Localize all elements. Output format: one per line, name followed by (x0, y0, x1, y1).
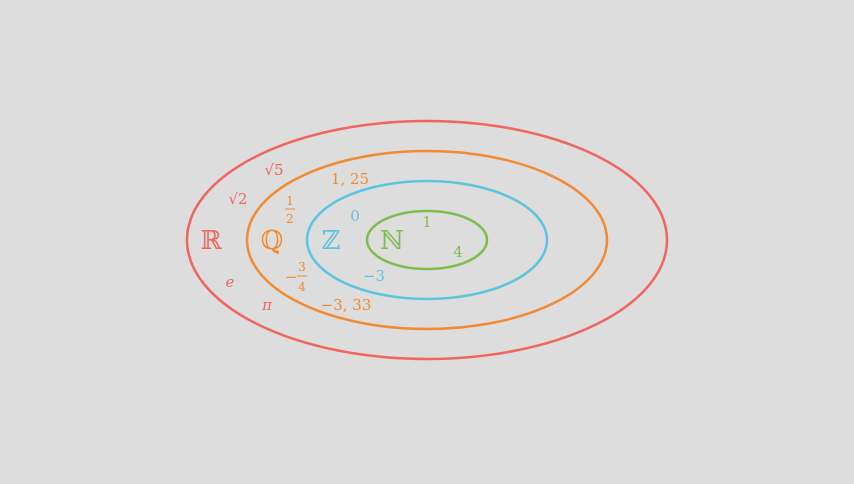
reals-symbol: ℝ (200, 226, 222, 256)
naturals-element-four: 4 (453, 243, 463, 261)
reals-element-e: e (226, 273, 235, 291)
neg-frac-sign: − (285, 268, 298, 286)
naturals-ellipse (365, 209, 489, 271)
rationals-element-decimal-neg: −3, 33 (321, 296, 372, 314)
reals-ellipse (185, 119, 669, 361)
reals-element-sqrt5: √5 (264, 161, 283, 179)
rationals-element-neg-three-quarters: − 3 4 (285, 260, 307, 294)
reals-element-pi: π (261, 296, 273, 314)
half-denominator: 2 (286, 212, 294, 226)
integers-element-zero: 0 (350, 207, 360, 225)
naturals-symbol: ℕ (380, 226, 404, 256)
rationals-ellipse (245, 149, 609, 331)
neg-frac-denominator: 4 (298, 280, 306, 294)
integers-symbol: ℤ (322, 226, 341, 256)
half-numerator: 1 (286, 194, 294, 208)
rationals-element-half: 1 2 (285, 194, 295, 226)
integers-element-neg-three: −3 (363, 267, 385, 285)
neg-frac-numerator: 3 (298, 260, 306, 274)
reals-element-sqrt2: √2 (228, 190, 247, 208)
rationals-symbol: ℚ (261, 226, 284, 256)
rationals-element-decimal-pos: 1, 25 (331, 170, 369, 188)
integers-ellipse (305, 179, 549, 301)
naturals-element-one: 1 (422, 213, 432, 231)
